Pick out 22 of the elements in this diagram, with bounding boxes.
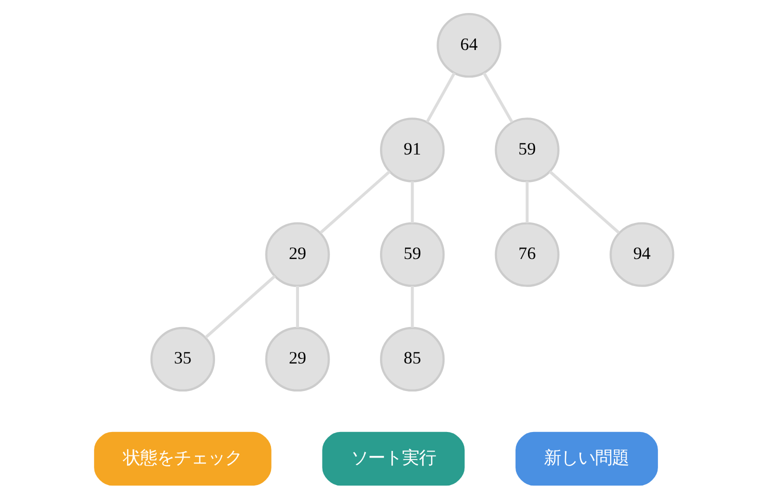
node-box: 状態をチェック	[94, 432, 272, 486]
node-circle: 94	[610, 222, 674, 287]
connector	[410, 181, 414, 224]
node-box: ソート実行	[322, 432, 465, 486]
node-circle: 85	[380, 326, 445, 392]
connector	[204, 275, 276, 338]
node-circle: 64	[436, 13, 502, 78]
node-box: 新しい問題	[516, 432, 658, 486]
connector	[296, 286, 299, 328]
connector	[410, 286, 414, 328]
connector	[526, 181, 529, 224]
node-circle: 29	[265, 326, 330, 392]
node-circle: 91	[380, 118, 445, 182]
node-circle: 59	[494, 118, 560, 182]
node-circle: 59	[380, 222, 445, 287]
connector	[482, 72, 514, 123]
node-circle: 76	[494, 222, 560, 287]
connector	[426, 72, 456, 123]
node-circle: 35	[150, 326, 216, 392]
node-circle: 29	[265, 222, 330, 287]
connector	[548, 170, 620, 234]
connector	[320, 170, 391, 234]
